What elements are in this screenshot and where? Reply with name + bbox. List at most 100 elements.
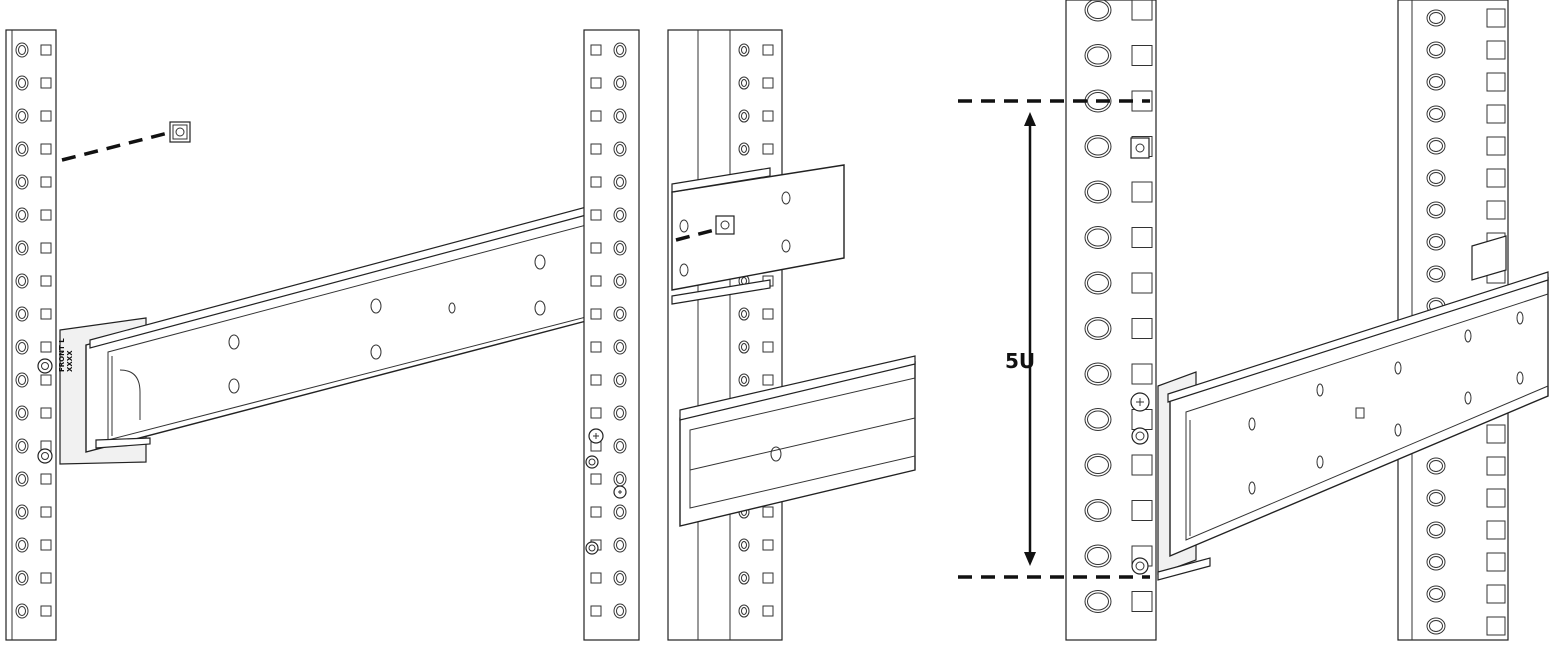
oval-hole-icon <box>613 306 627 322</box>
square-hole-icon <box>40 242 52 254</box>
oval-hole-icon <box>1084 499 1112 522</box>
oval-hole-icon <box>1426 9 1446 27</box>
square-hole-icon <box>762 605 774 617</box>
square-hole-icon <box>1131 0 1153 21</box>
oval-hole-icon <box>1426 41 1446 59</box>
square-hole-icon <box>40 605 52 617</box>
square-hole-icon <box>1486 520 1506 540</box>
square-hole-icon <box>762 506 774 518</box>
cage-nut-guide-line <box>61 130 173 162</box>
square-hole-icon <box>40 44 52 56</box>
oval-hole-icon <box>738 307 750 321</box>
square-hole-icon <box>1131 591 1153 612</box>
oval-hole-icon <box>613 141 627 157</box>
arrow-icon <box>1024 112 1036 566</box>
square-hole-icon <box>762 77 774 89</box>
panel-left-front-post: FRONT LXXXX <box>5 29 591 641</box>
oval-hole-icon <box>15 174 29 190</box>
square-hole-icon <box>1486 40 1506 60</box>
square-hole-icon <box>1131 181 1153 203</box>
oval-hole-icon <box>738 604 750 618</box>
square-hole-icon <box>40 506 52 518</box>
oval-hole-icon <box>1426 617 1446 635</box>
oval-hole-icon <box>1084 44 1112 67</box>
oval-hole-icon <box>738 538 750 552</box>
oval-hole-icon <box>1426 553 1446 571</box>
square-hole-icon <box>762 308 774 320</box>
rack-post-right-front <box>1065 0 1157 641</box>
oval-hole-icon <box>613 537 627 553</box>
square-hole-icon <box>40 473 52 485</box>
screw-icon <box>1131 557 1149 575</box>
oval-hole-icon <box>1426 137 1446 155</box>
oval-hole-icon <box>15 240 29 256</box>
oval-hole-icon <box>15 570 29 586</box>
oval-hole-icon <box>1426 105 1446 123</box>
oval-hole-icon <box>1084 408 1112 431</box>
square-hole-icon <box>590 341 602 353</box>
square-hole-icon <box>40 539 52 551</box>
oval-hole-icon <box>1426 201 1446 219</box>
square-hole-icon <box>1486 584 1506 604</box>
square-hole-icon <box>762 572 774 584</box>
oval-hole-icon <box>15 603 29 619</box>
oval-hole-icon <box>613 273 627 289</box>
square-hole-icon <box>1131 500 1153 521</box>
square-hole-icon <box>590 407 602 419</box>
oval-hole-icon <box>15 372 29 388</box>
height-label: 5U <box>1005 349 1035 373</box>
square-hole-icon <box>1131 454 1153 476</box>
cage-nut-icon <box>1130 137 1150 159</box>
square-hole-icon <box>590 308 602 320</box>
oval-hole-icon <box>15 207 29 223</box>
oval-hole-icon <box>613 108 627 124</box>
square-hole-icon <box>762 143 774 155</box>
post-hole-column <box>590 42 627 619</box>
square-hole-icon <box>1486 488 1506 508</box>
square-hole-icon <box>762 374 774 386</box>
square-hole-icon <box>590 605 602 617</box>
oval-hole-icon <box>1084 362 1112 386</box>
oval-hole-icon <box>1426 233 1446 251</box>
oval-hole-icon <box>1084 271 1112 295</box>
oval-hole-icon <box>1084 180 1112 204</box>
screw-icon <box>585 455 599 469</box>
oval-hole-icon <box>15 273 29 289</box>
oval-hole-icon <box>738 373 750 387</box>
oval-hole-icon <box>15 141 29 157</box>
oval-hole-icon <box>1426 457 1446 475</box>
oval-hole-icon <box>613 570 627 586</box>
oval-hole-icon <box>15 438 29 454</box>
square-hole-icon <box>1131 363 1153 385</box>
square-hole-icon <box>590 572 602 584</box>
cage-nut-icon <box>715 215 735 235</box>
square-hole-icon <box>1131 227 1153 248</box>
oval-hole-icon <box>613 42 627 58</box>
oval-hole-icon <box>613 240 627 256</box>
square-hole-icon <box>590 143 602 155</box>
screw-icon <box>585 541 599 555</box>
square-hole-icon <box>1486 200 1506 220</box>
rail-slide-right <box>1157 235 1549 581</box>
oval-hole-icon <box>15 306 29 322</box>
oval-hole-icon <box>613 438 627 454</box>
oval-hole-icon <box>15 75 29 91</box>
square-hole-icon <box>590 275 602 287</box>
square-hole-icon <box>1131 272 1153 294</box>
screw-icon <box>588 428 604 444</box>
square-hole-icon <box>40 572 52 584</box>
square-hole-icon <box>590 473 602 485</box>
oval-hole-icon <box>1426 265 1446 283</box>
square-hole-icon <box>1486 72 1506 92</box>
oval-hole-icon <box>15 504 29 520</box>
oval-hole-icon <box>1426 489 1446 507</box>
square-hole-icon <box>40 143 52 155</box>
oval-hole-icon <box>1426 521 1446 539</box>
oval-hole-icon <box>15 42 29 58</box>
oval-hole-icon <box>1426 169 1446 187</box>
oval-hole-icon <box>1084 226 1112 249</box>
oval-hole-icon <box>1426 73 1446 91</box>
square-hole-icon <box>1486 552 1506 572</box>
screw-icon <box>1130 392 1150 412</box>
